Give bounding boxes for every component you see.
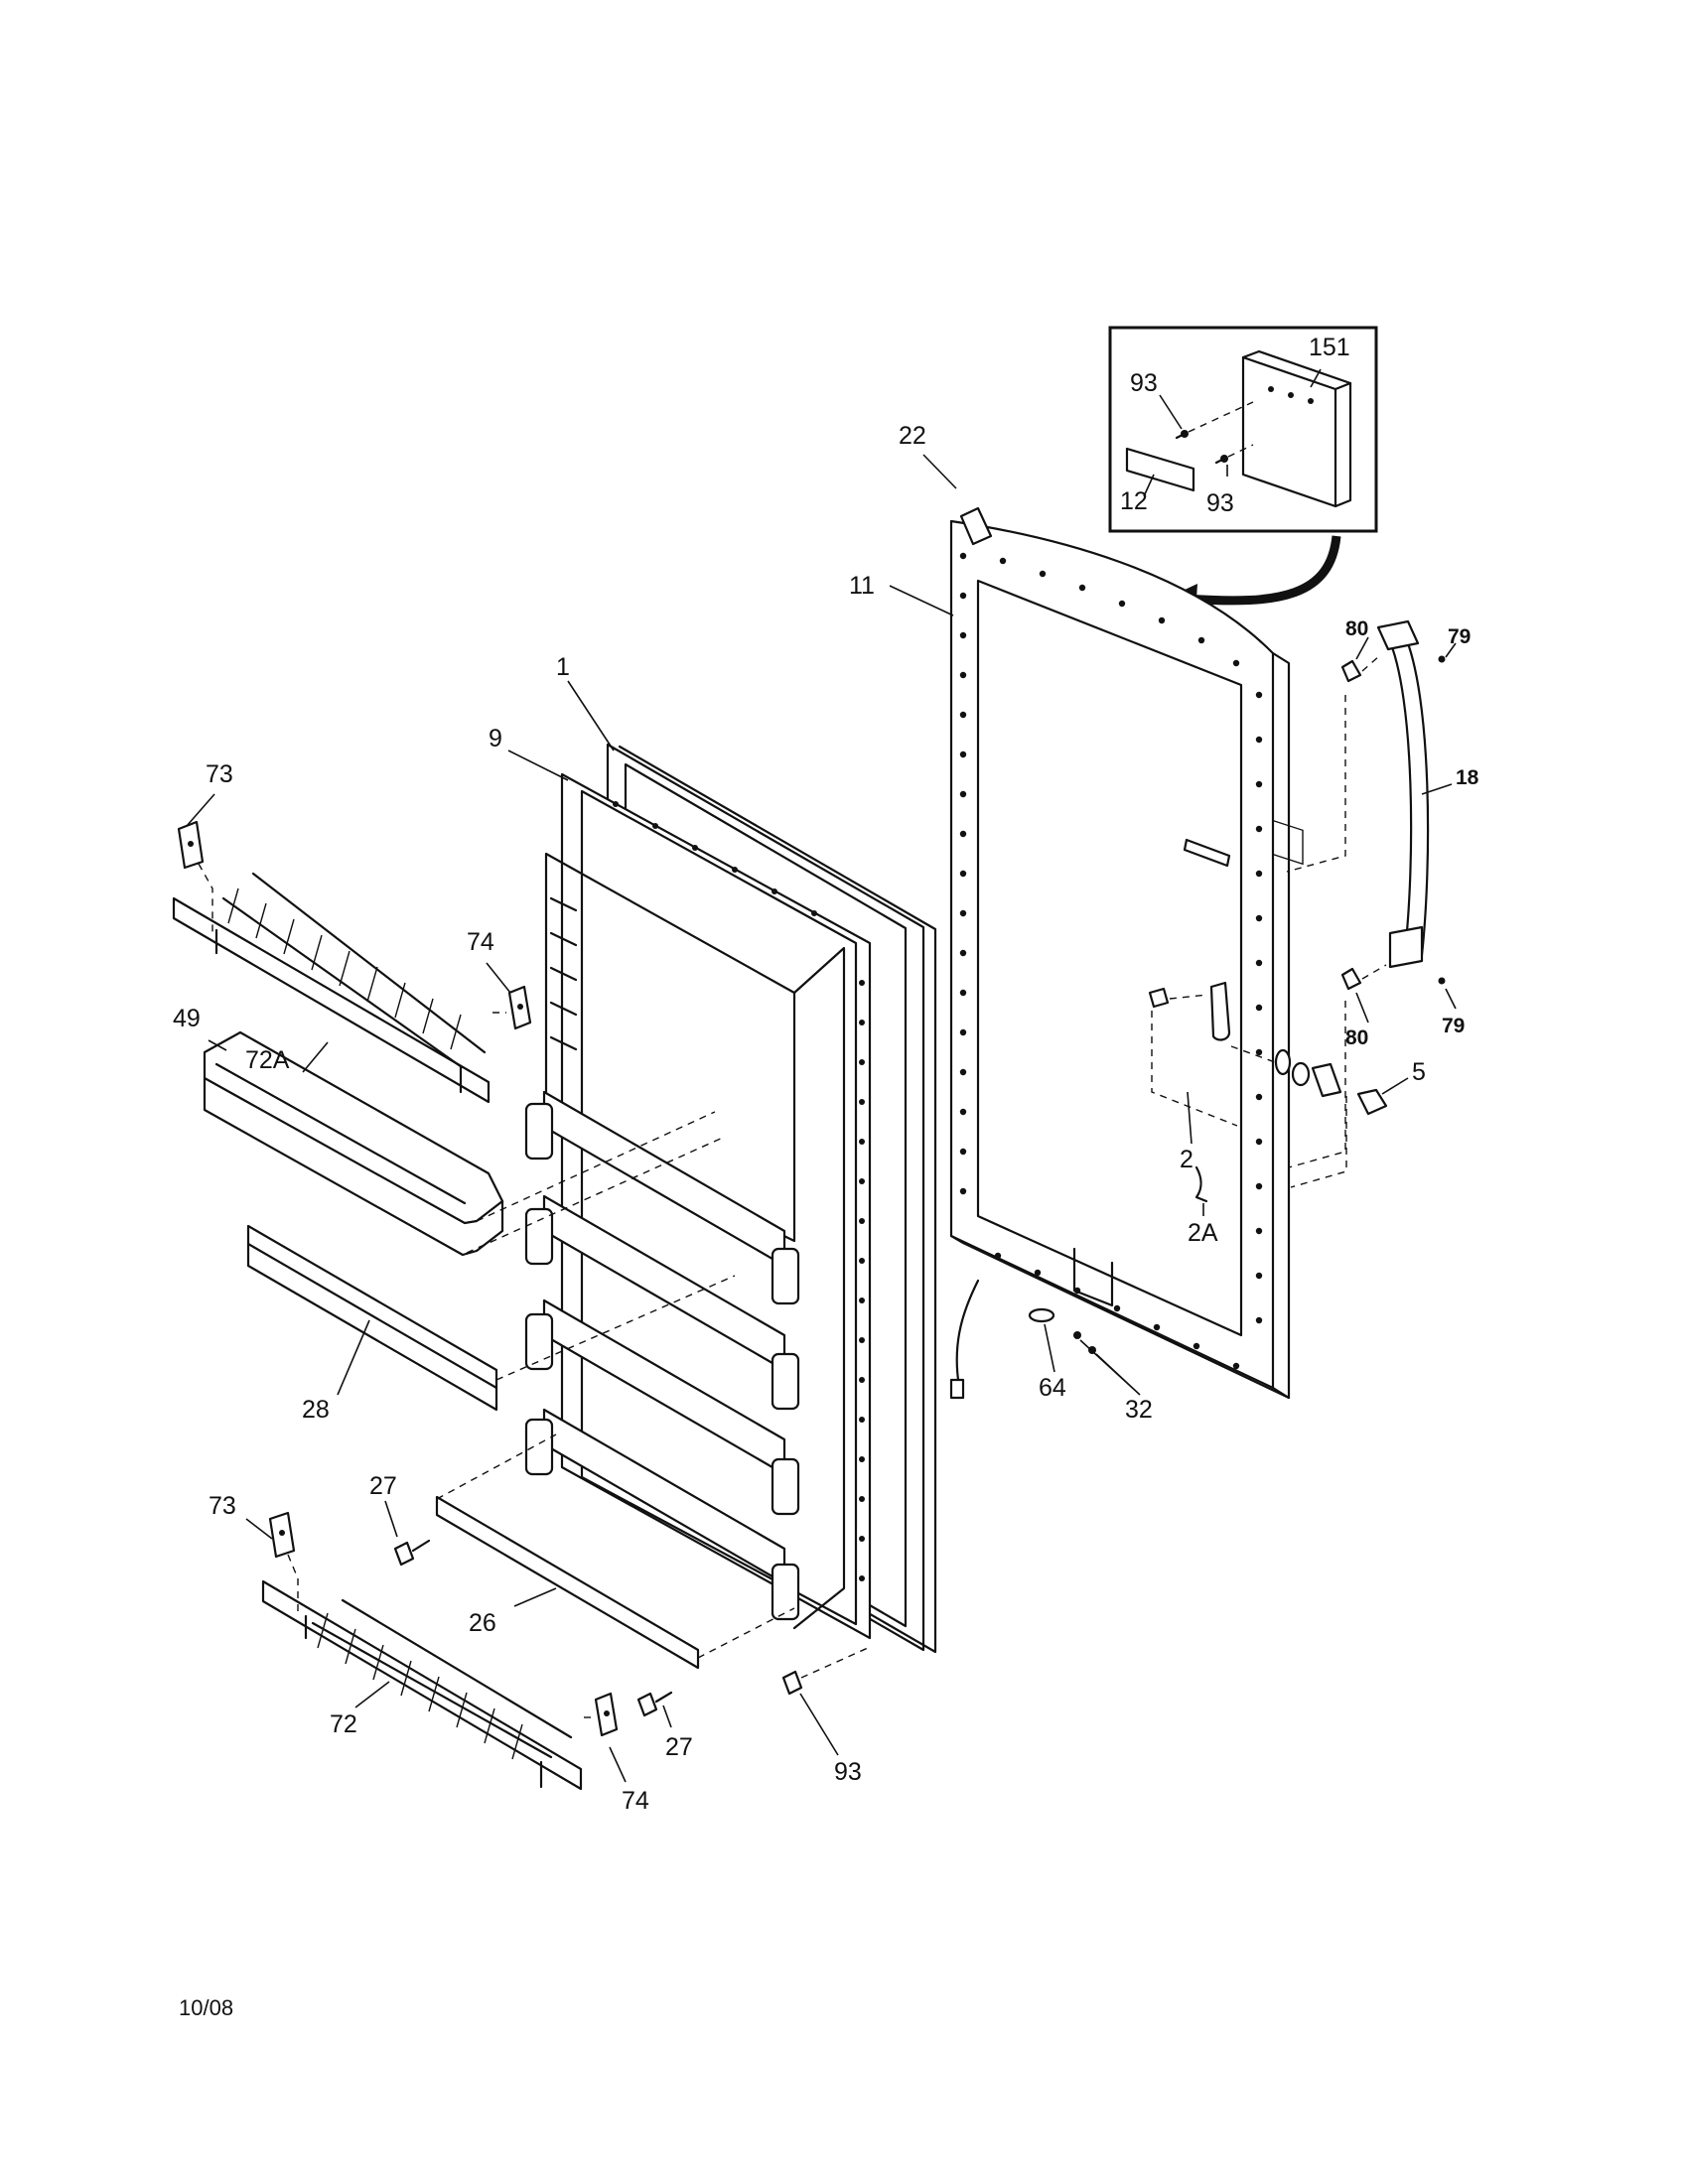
outer-door-panel [949,506,1291,1400]
callout-74-bottom: 74 [622,1787,649,1815]
liner-screw [781,1647,869,1696]
callout-28: 28 [302,1396,330,1424]
panel-holes-top [999,557,1240,667]
lock-and-latch [1148,981,1388,1203]
callout-80-top: 80 [1345,617,1368,640]
liner-holes [613,801,865,1581]
bin-trim [246,1224,736,1412]
callout-1: 1 [556,653,570,681]
lower-basket-clip-right [584,1692,619,1737]
panel-holes-left [959,552,967,1195]
callout-93-inset-top: 93 [1130,369,1158,397]
callout-22: 22 [899,422,926,450]
callout-151: 151 [1309,334,1350,361]
callout-79-top: 79 [1448,625,1471,648]
callout-5: 5 [1412,1058,1426,1086]
callout-74-top: 74 [467,928,494,956]
control-panel-detail-inset [1108,326,1378,866]
callout-73-bottom: 73 [209,1492,236,1520]
callout-labels: 151 93 93 12 22 11 80 79 18 80 79 5 2 2A… [173,334,1479,1815]
callout-93-inset-bottom: 93 [1206,489,1234,517]
callout-79-bottom: 79 [1442,1015,1465,1037]
retainer-screws [393,1539,673,1717]
panel-holes-right [1255,691,1263,1324]
callout-72A: 72A [245,1046,290,1074]
door-bin [203,1030,726,1257]
callout-93-bottom: 93 [834,1758,862,1786]
callout-32: 32 [1125,1396,1153,1424]
date-code: 10/08 [179,1995,233,2020]
callout-72: 72 [330,1710,357,1738]
callout-2: 2 [1180,1146,1193,1173]
upper-door-basket [172,872,491,1104]
callout-9: 9 [489,725,502,752]
callout-27-right: 27 [665,1733,693,1761]
lower-door-basket [261,1579,583,1791]
callout-80-bottom: 80 [1345,1026,1368,1049]
upper-basket-clip-left [177,820,213,933]
callout-18: 18 [1456,766,1479,789]
inner-door-liner [524,772,872,1640]
callout-26: 26 [469,1609,496,1637]
panel-bottom-fasteners [1028,1307,1096,1354]
callout-11: 11 [849,572,875,600]
callout-64: 64 [1039,1374,1066,1402]
callout-27-left: 27 [369,1472,397,1500]
leader-lines [186,454,1457,1783]
upper-basket-clip-right [492,985,532,1030]
callout-2A: 2A [1188,1219,1218,1247]
callout-49: 49 [173,1005,201,1032]
shelf-retainer-bar [435,1433,795,1670]
handle-fasteners [1286,654,1446,1168]
lower-basket-clip-left [268,1511,299,1613]
callout-73-top: 73 [206,760,233,788]
callout-12: 12 [1120,487,1148,515]
door-handle [1376,619,1430,969]
